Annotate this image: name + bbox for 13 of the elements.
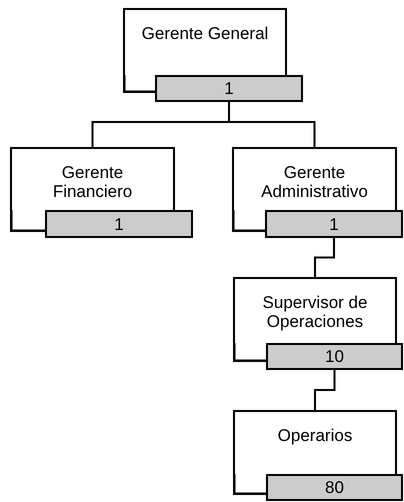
count-box: 1	[45, 210, 193, 238]
count-box: 10	[266, 343, 403, 370]
count-box: 80	[266, 474, 403, 501]
position-box: Supervisor de Operaciones	[233, 277, 397, 343]
connector-line	[228, 102, 316, 147]
position-box: Operarios	[233, 410, 397, 474]
connector-line	[314, 370, 336, 410]
count-box: 1	[155, 75, 303, 102]
position-box: Gerente Financiero	[10, 147, 175, 210]
count-box: 1	[265, 210, 403, 238]
position-box: Gerente Administrativo	[232, 147, 397, 210]
connector-line	[314, 238, 335, 277]
position-box: Gerente General	[123, 8, 287, 75]
